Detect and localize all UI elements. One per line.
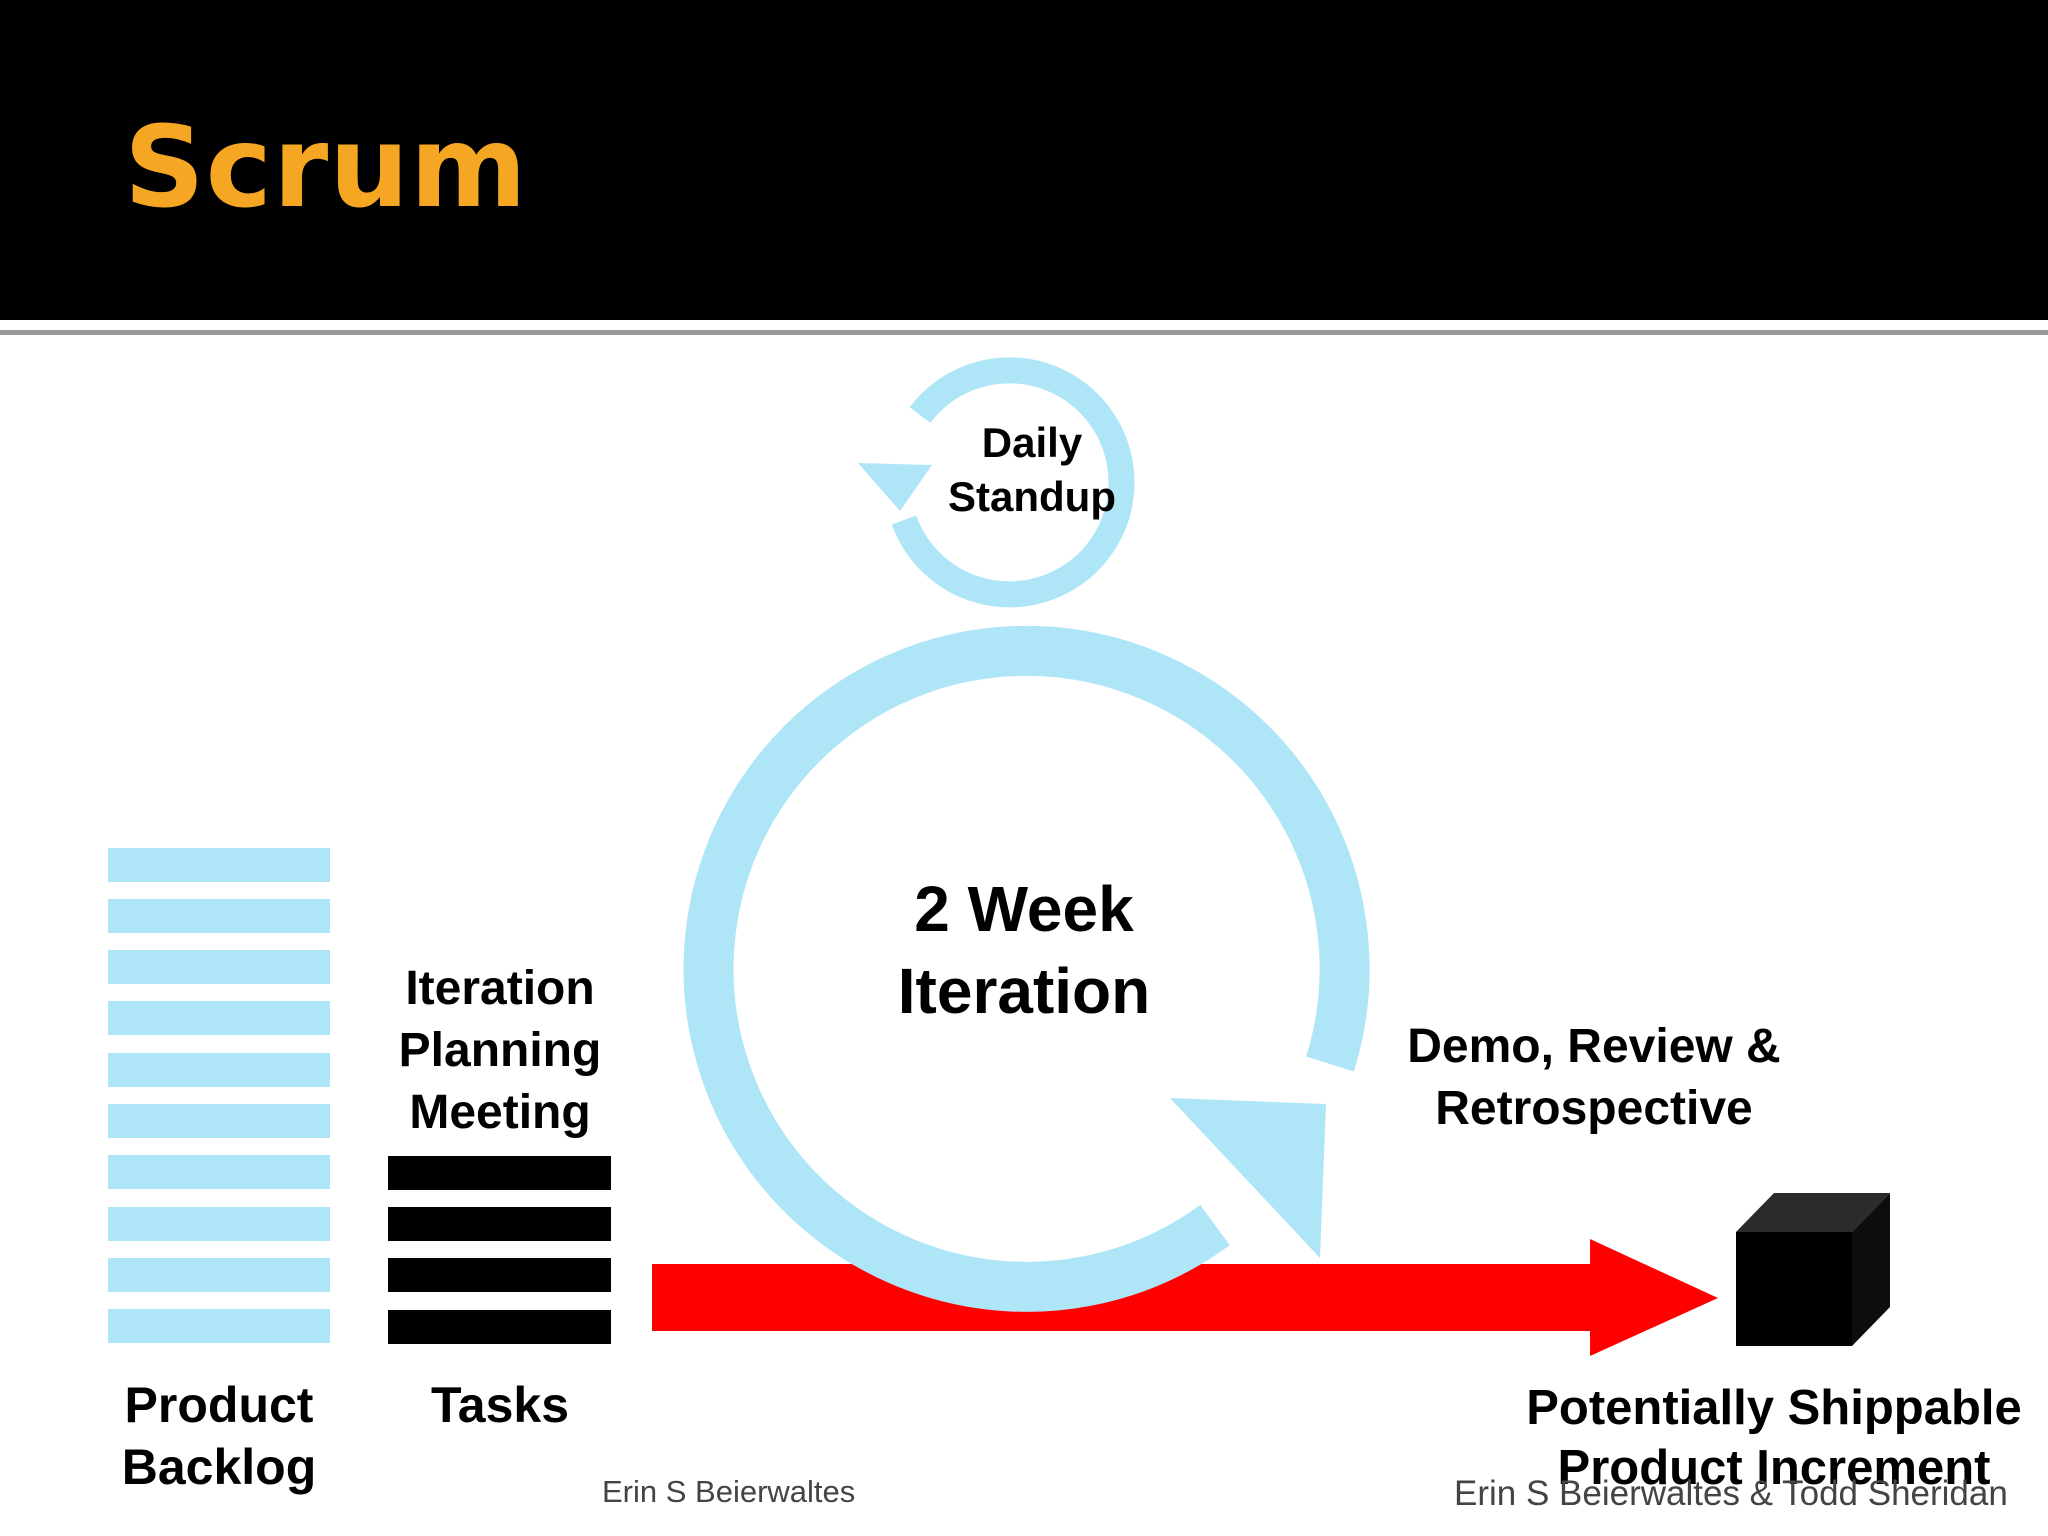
cube-top-face	[1736, 1193, 1890, 1232]
backlog-bar	[108, 1053, 330, 1087]
backlog-bar	[108, 1104, 330, 1138]
backlog-bar	[108, 1258, 330, 1292]
cube-side-face	[1852, 1193, 1890, 1346]
backlog-bar	[108, 950, 330, 984]
iteration-label: 2 Week Iteration	[897, 873, 1151, 1027]
tasks-stack-icon	[388, 1156, 611, 1344]
demo-review-label: Demo, Review & Retrospective	[1407, 1020, 1781, 1135]
product-backlog-label: Product Backlog	[121, 1377, 317, 1495]
iteration-cycle-icon	[683, 625, 1370, 1312]
task-bar	[388, 1258, 611, 1292]
tasks-label: Tasks	[430, 1377, 570, 1433]
shippable-increment-label: Potentially Shippable Product Increment	[1526, 1381, 2022, 1495]
credit-left: Erin S Beierwaltes	[602, 1474, 856, 1509]
backlog-bar	[108, 1155, 330, 1189]
credit-right: Erin S Beierwaltes & Todd Sheridan	[1454, 1474, 2008, 1513]
slide-title: Scrum	[124, 103, 528, 233]
task-bar	[388, 1207, 611, 1241]
backlog-bar	[108, 1309, 330, 1343]
increment-cube-icon	[1736, 1193, 1890, 1346]
planning-meeting-label: Iteration Planning Meeting	[398, 962, 602, 1139]
task-bar	[388, 1310, 611, 1344]
backlog-bar	[108, 1207, 330, 1241]
product-backlog-stack-icon	[108, 848, 330, 1343]
task-bar	[388, 1156, 611, 1190]
backlog-bar	[108, 1001, 330, 1035]
cube-front-face	[1736, 1232, 1852, 1346]
backlog-bar	[108, 899, 330, 933]
header-divider-gray	[0, 330, 2048, 335]
standup-cycle-arrowhead	[858, 463, 932, 511]
header-divider-light	[0, 320, 2048, 326]
backlog-bar	[108, 848, 330, 882]
daily-standup-label: Daily Standup	[948, 419, 1116, 520]
iteration-cycle-arrowhead	[1170, 1098, 1326, 1258]
standup-cycle-icon	[891, 357, 1135, 608]
slide-header	[0, 0, 2048, 320]
